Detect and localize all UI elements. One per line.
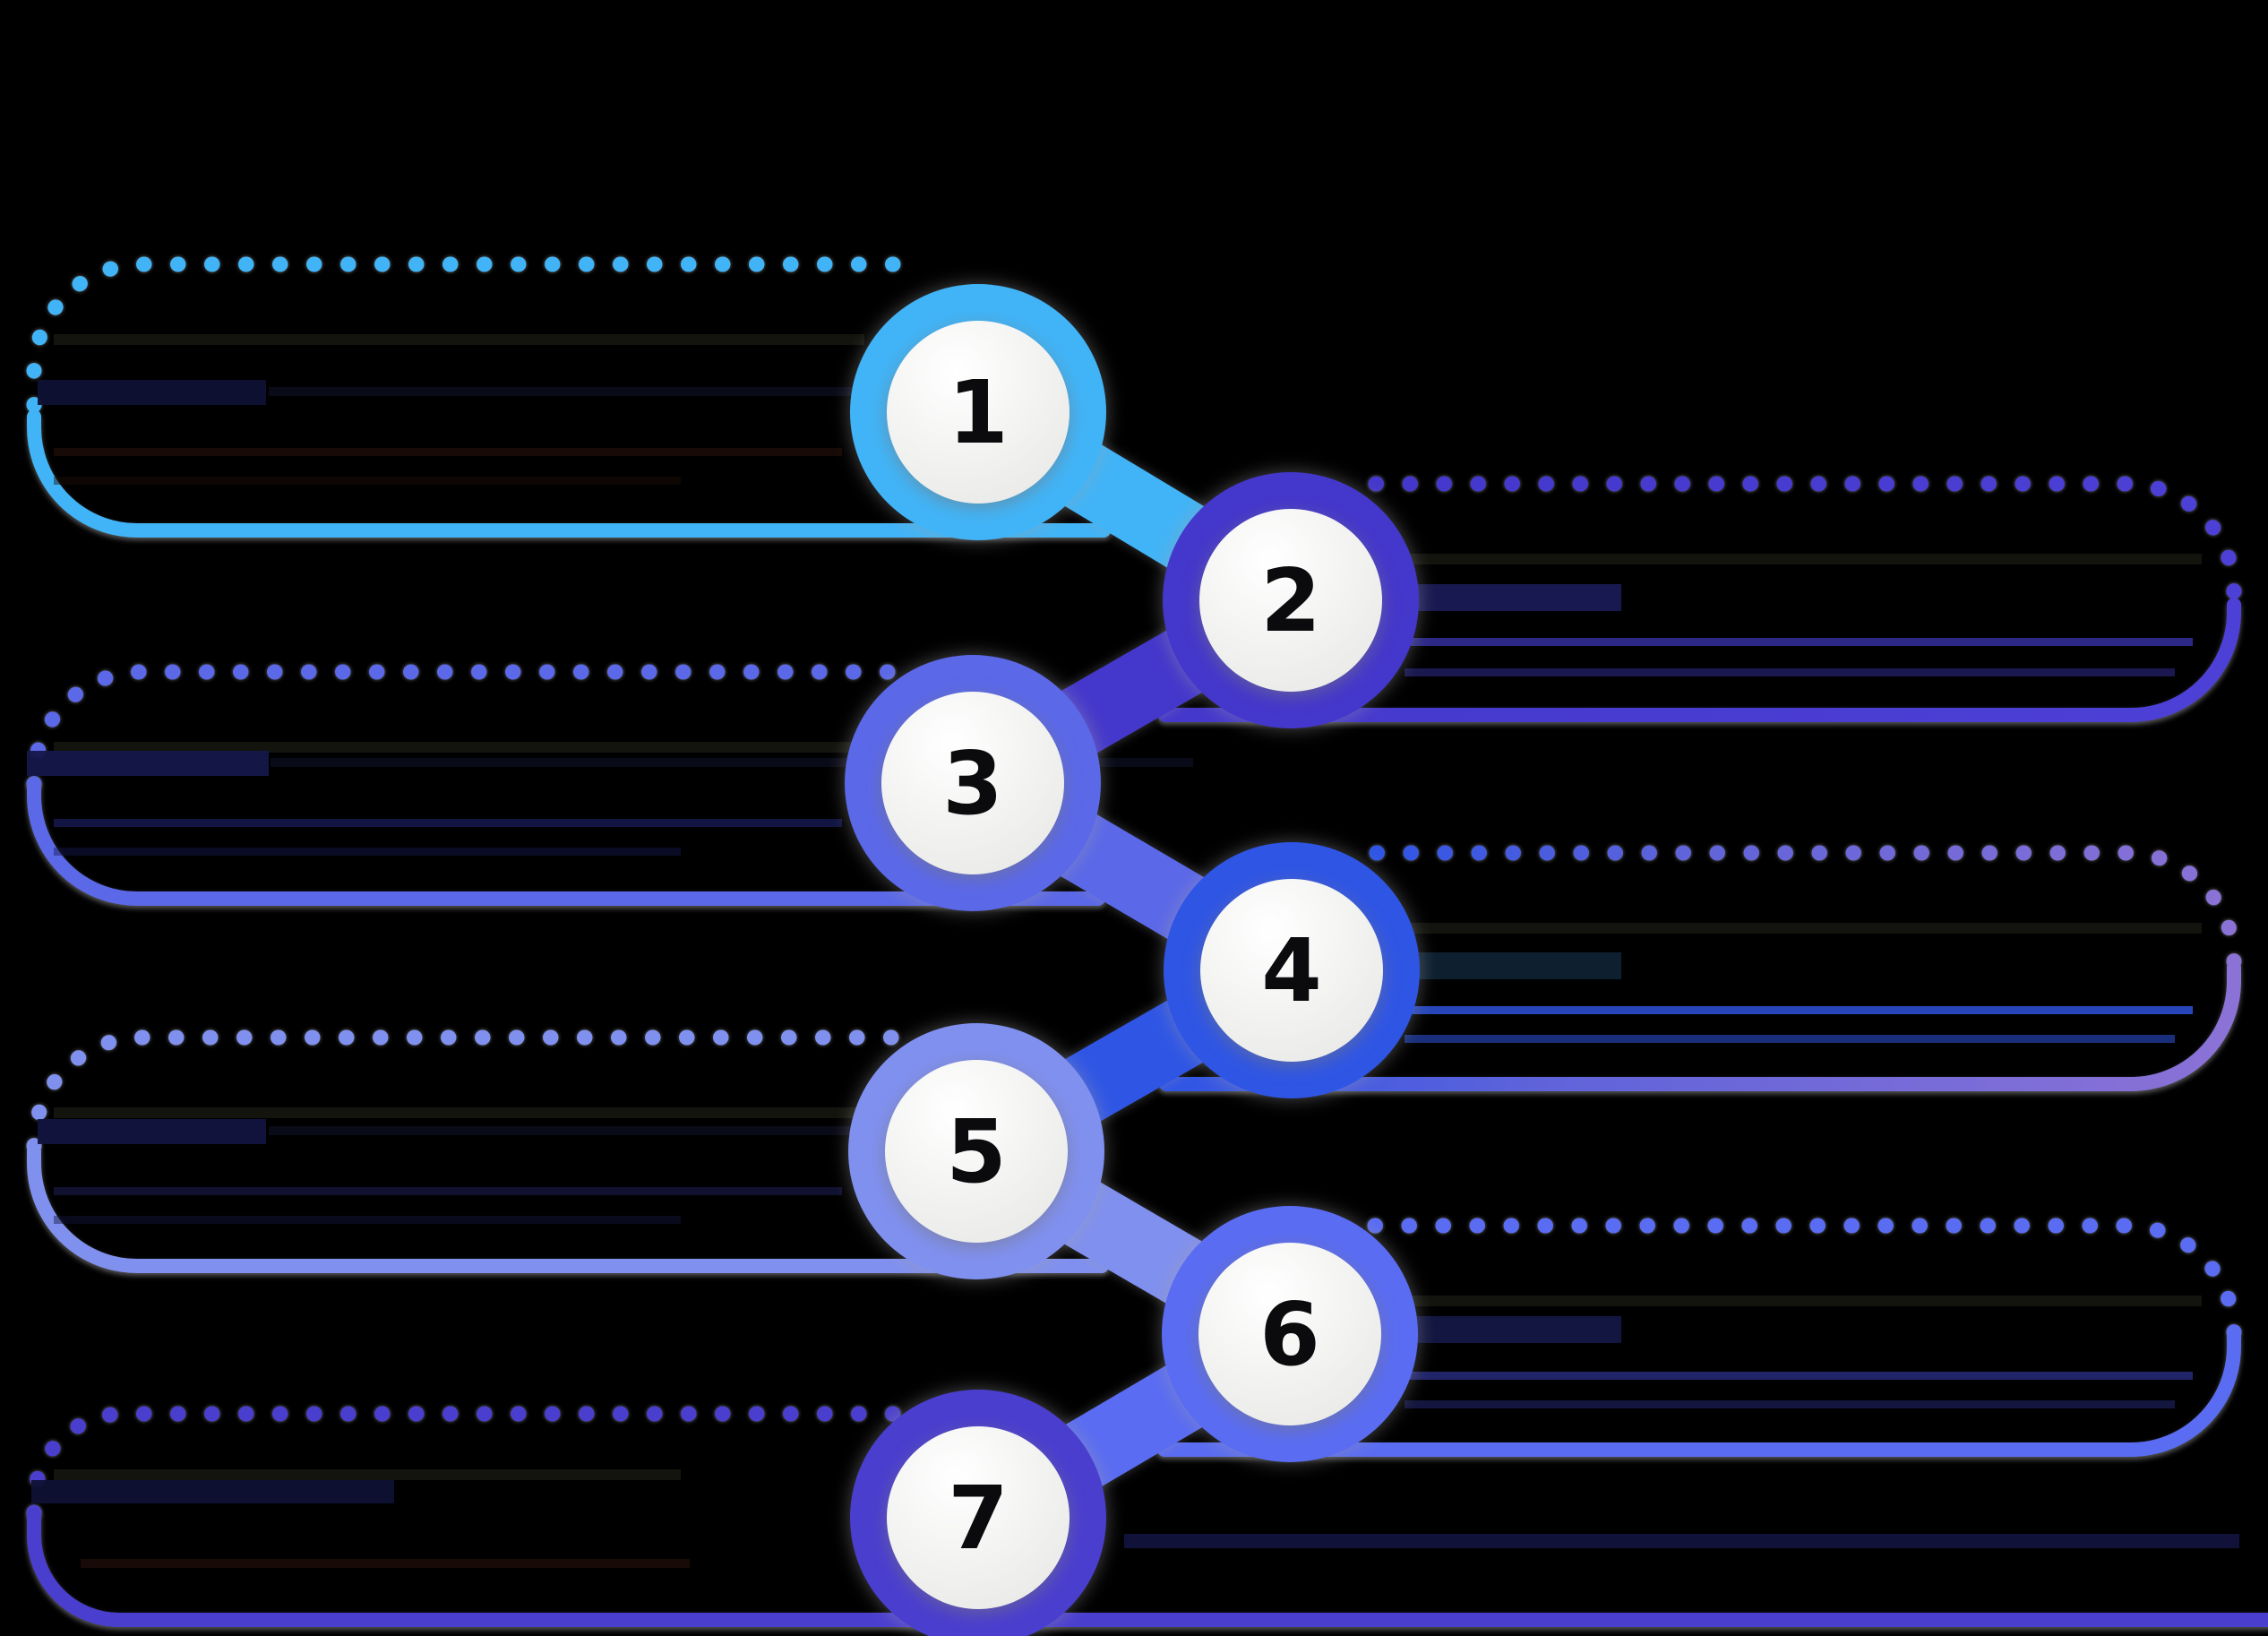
step-1-inner-circle <box>887 321 1070 504</box>
step-1-text-line <box>54 448 842 456</box>
step-5-text-line <box>54 1216 681 1224</box>
step-4-text-line <box>1405 1035 2175 1043</box>
step-2-inner-circle <box>1199 509 1382 692</box>
step-4-node: 4 <box>1164 842 1420 1098</box>
step-7-text-line <box>54 1469 681 1480</box>
step-6-text-line <box>1405 1372 2193 1380</box>
step-6-node: 6 <box>1162 1206 1418 1462</box>
step-3-node: 3 <box>845 655 1101 911</box>
step-3-inner-circle <box>881 692 1064 874</box>
step-5-title-bar <box>38 1119 266 1144</box>
step-4-inner-circle <box>1200 879 1383 1062</box>
step-5-node: 5 <box>848 1023 1104 1279</box>
step-4-capsule <box>1159 845 2242 1091</box>
step-5-text-block <box>38 1107 864 1224</box>
step-4-text-line <box>1405 1006 2193 1014</box>
step-1-capsule <box>26 256 1111 538</box>
step-2-text-line <box>1405 554 2202 564</box>
step-3-capsule <box>26 664 1105 906</box>
step-3-text-line <box>54 742 864 753</box>
step-5-text-line <box>269 1126 860 1135</box>
step-7-footer-bar <box>1124 1534 2239 1548</box>
step-2-capsule-solid-edge <box>1158 598 2241 722</box>
step-3-text-block <box>27 742 1193 856</box>
step-2-text-block <box>1405 554 2202 676</box>
step-7-text-block <box>31 1469 2239 1568</box>
step-3-capsule-solid-edge <box>27 777 1105 906</box>
step-4-capsule-dotted-edge <box>1369 845 2242 976</box>
step-5-capsule-solid-edge <box>27 1144 1109 1273</box>
step-4-title-bar <box>1408 952 1621 979</box>
step-6-capsule <box>1157 1218 2242 1457</box>
step-2-title-bar <box>1408 584 1621 611</box>
step-7-inner-circle <box>887 1426 1070 1609</box>
step-5-text-line <box>54 1107 864 1118</box>
step-6-inner-circle <box>1198 1243 1381 1425</box>
step-3-number: 3 <box>942 733 1003 834</box>
step-6-text-block <box>1405 1296 2202 1408</box>
step-2-capsule <box>1158 476 2242 722</box>
step-4-number: 4 <box>1261 920 1322 1021</box>
step-7-capsule <box>26 1406 2268 1627</box>
step-3-text-line <box>54 819 842 827</box>
step-7-number: 7 <box>948 1468 1009 1569</box>
step-6-capsule-solid-edge <box>1157 1330 2241 1457</box>
step-4-text-line <box>1405 923 2202 934</box>
step-6-title-bar <box>1408 1316 1621 1343</box>
step-1-text-line <box>269 387 860 396</box>
step-3-title-bar <box>27 751 269 776</box>
step-1-text-line <box>54 477 681 485</box>
step-2-node: 2 <box>1163 472 1419 728</box>
step-7-text-line <box>81 1559 690 1568</box>
step-2-text-line <box>1405 638 2193 646</box>
step-4-capsule-solid-edge <box>1159 960 2241 1091</box>
step-5-number: 5 <box>946 1101 1007 1202</box>
step-4-text-block <box>1405 923 2202 1043</box>
step-3-text-line <box>271 758 1193 767</box>
step-6-text-line <box>1405 1296 2202 1306</box>
step-1-text-line <box>54 334 864 345</box>
step-6-number: 6 <box>1259 1284 1320 1385</box>
step-6-text-line <box>1405 1400 2175 1408</box>
step-5-inner-circle <box>885 1060 1068 1243</box>
step-1-title-bar <box>38 380 266 405</box>
step-2-text-line <box>1405 668 2175 676</box>
step-7-capsule-dotted-edge <box>26 1406 901 1522</box>
step-7-node: 7 <box>850 1390 1106 1636</box>
step-5-capsule <box>26 1029 1109 1273</box>
step-1-node: 1 <box>850 284 1106 540</box>
step-7-title-bar <box>31 1480 394 1503</box>
step-2-number: 2 <box>1260 550 1321 651</box>
step-1-capsule-solid-edge <box>27 409 1111 538</box>
step-1-text-block <box>38 334 864 485</box>
step-3-text-line <box>54 848 681 856</box>
step-5-text-line <box>54 1187 842 1195</box>
step-1-number: 1 <box>948 362 1009 463</box>
step-7-capsule-solid-edge <box>27 1507 2268 1627</box>
